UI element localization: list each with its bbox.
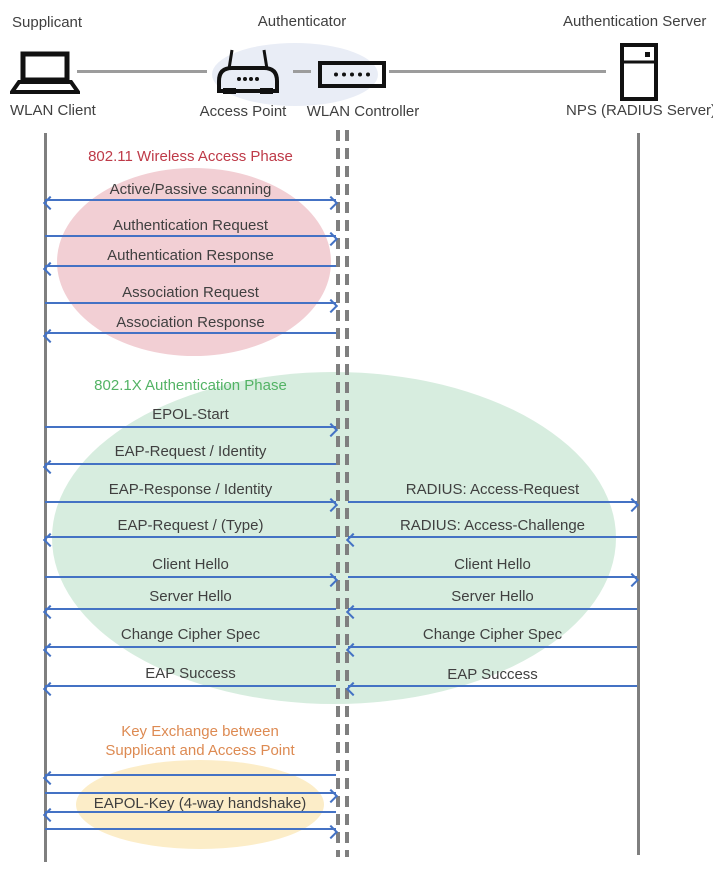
message-label: EAP-Request / (Type) [117,517,264,534]
link-ap-controller [293,70,311,73]
wireless-access-phase-title: 802.11 Wireless Access Phase [88,148,293,165]
role-authentication-server: Authentication Server [563,13,707,30]
lifeline-authenticator-right [345,130,349,857]
message-arrow [348,576,637,578]
message-label: EAPOL-Key (4-way handshake) [93,795,307,812]
node-label-wlan-client: WLAN Client [10,102,96,119]
message-label: Server Hello [451,588,534,605]
message-label: EPOL-Start [152,406,229,423]
role-supplicant: Supplicant [12,14,83,31]
role-authenticator: Authenticator [257,13,347,30]
message-arrow [45,302,336,304]
message-arrow [45,811,336,813]
message-label: EAP-Request / Identity [114,443,267,460]
message-label: Authentication Request [112,217,269,234]
message-label: RADIUS: Access-Request [405,481,580,498]
message-label: Change Cipher Spec [422,626,563,643]
access-point-icon [217,49,279,94]
message-arrow [45,501,336,503]
message-arrow [45,576,336,578]
message-label: EAP Success [145,665,236,682]
lifeline-supplicant [44,133,47,862]
message-label: Association Request [122,284,259,301]
key-exchange-title-line2: Supplicant and Access Point [105,742,295,759]
node-label-nps: NPS (RADIUS Server) [566,102,713,119]
link-controller-server [389,70,606,73]
node-label-access-point: Access Point [199,103,287,120]
key-exchange-title: Key Exchange between Supplicant and Acce… [50,722,350,760]
message-arrow [348,646,637,648]
message-arrow [45,265,336,267]
laptop-icon [10,51,80,94]
message-arrow [45,235,336,237]
message-label: Client Hello [152,556,229,573]
message-label: Change Cipher Spec [120,626,261,643]
message-arrow [45,774,336,776]
lifeline-authenticator-left [336,130,340,857]
message-arrow [348,685,637,687]
message-label: Client Hello [454,556,531,573]
lifeline-auth-server [637,133,640,855]
message-label: EAP-Response / Identity [108,481,273,498]
dot1x-phase-title: 802.1X Authentication Phase [94,377,287,394]
message-label: EAP Success [447,666,538,683]
message-arrow [45,828,336,830]
message-arrow [45,792,336,794]
message-arrow [348,608,637,610]
message-arrow [45,463,336,465]
message-label: Association Response [116,314,265,331]
message-arrow [45,199,336,201]
message-arrow [348,501,637,503]
node-label-wlan-controller: WLAN Controller [306,103,420,120]
message-label: Active/Passive scanning [109,181,272,198]
key-exchange-title-line1: Key Exchange between [121,723,279,740]
message-label: Authentication Response [107,247,274,264]
wlan-controller-icon [318,61,386,88]
server-icon [620,43,658,101]
message-arrow [45,332,336,334]
message-arrow [45,646,336,648]
message-arrow [45,608,336,610]
message-arrow [45,426,336,428]
link-client-ap [77,70,207,73]
message-arrow [45,685,336,687]
message-arrow [45,536,336,538]
message-arrow [348,536,637,538]
message-label: Server Hello [149,588,232,605]
message-label: RADIUS: Access-Challenge [399,517,586,534]
